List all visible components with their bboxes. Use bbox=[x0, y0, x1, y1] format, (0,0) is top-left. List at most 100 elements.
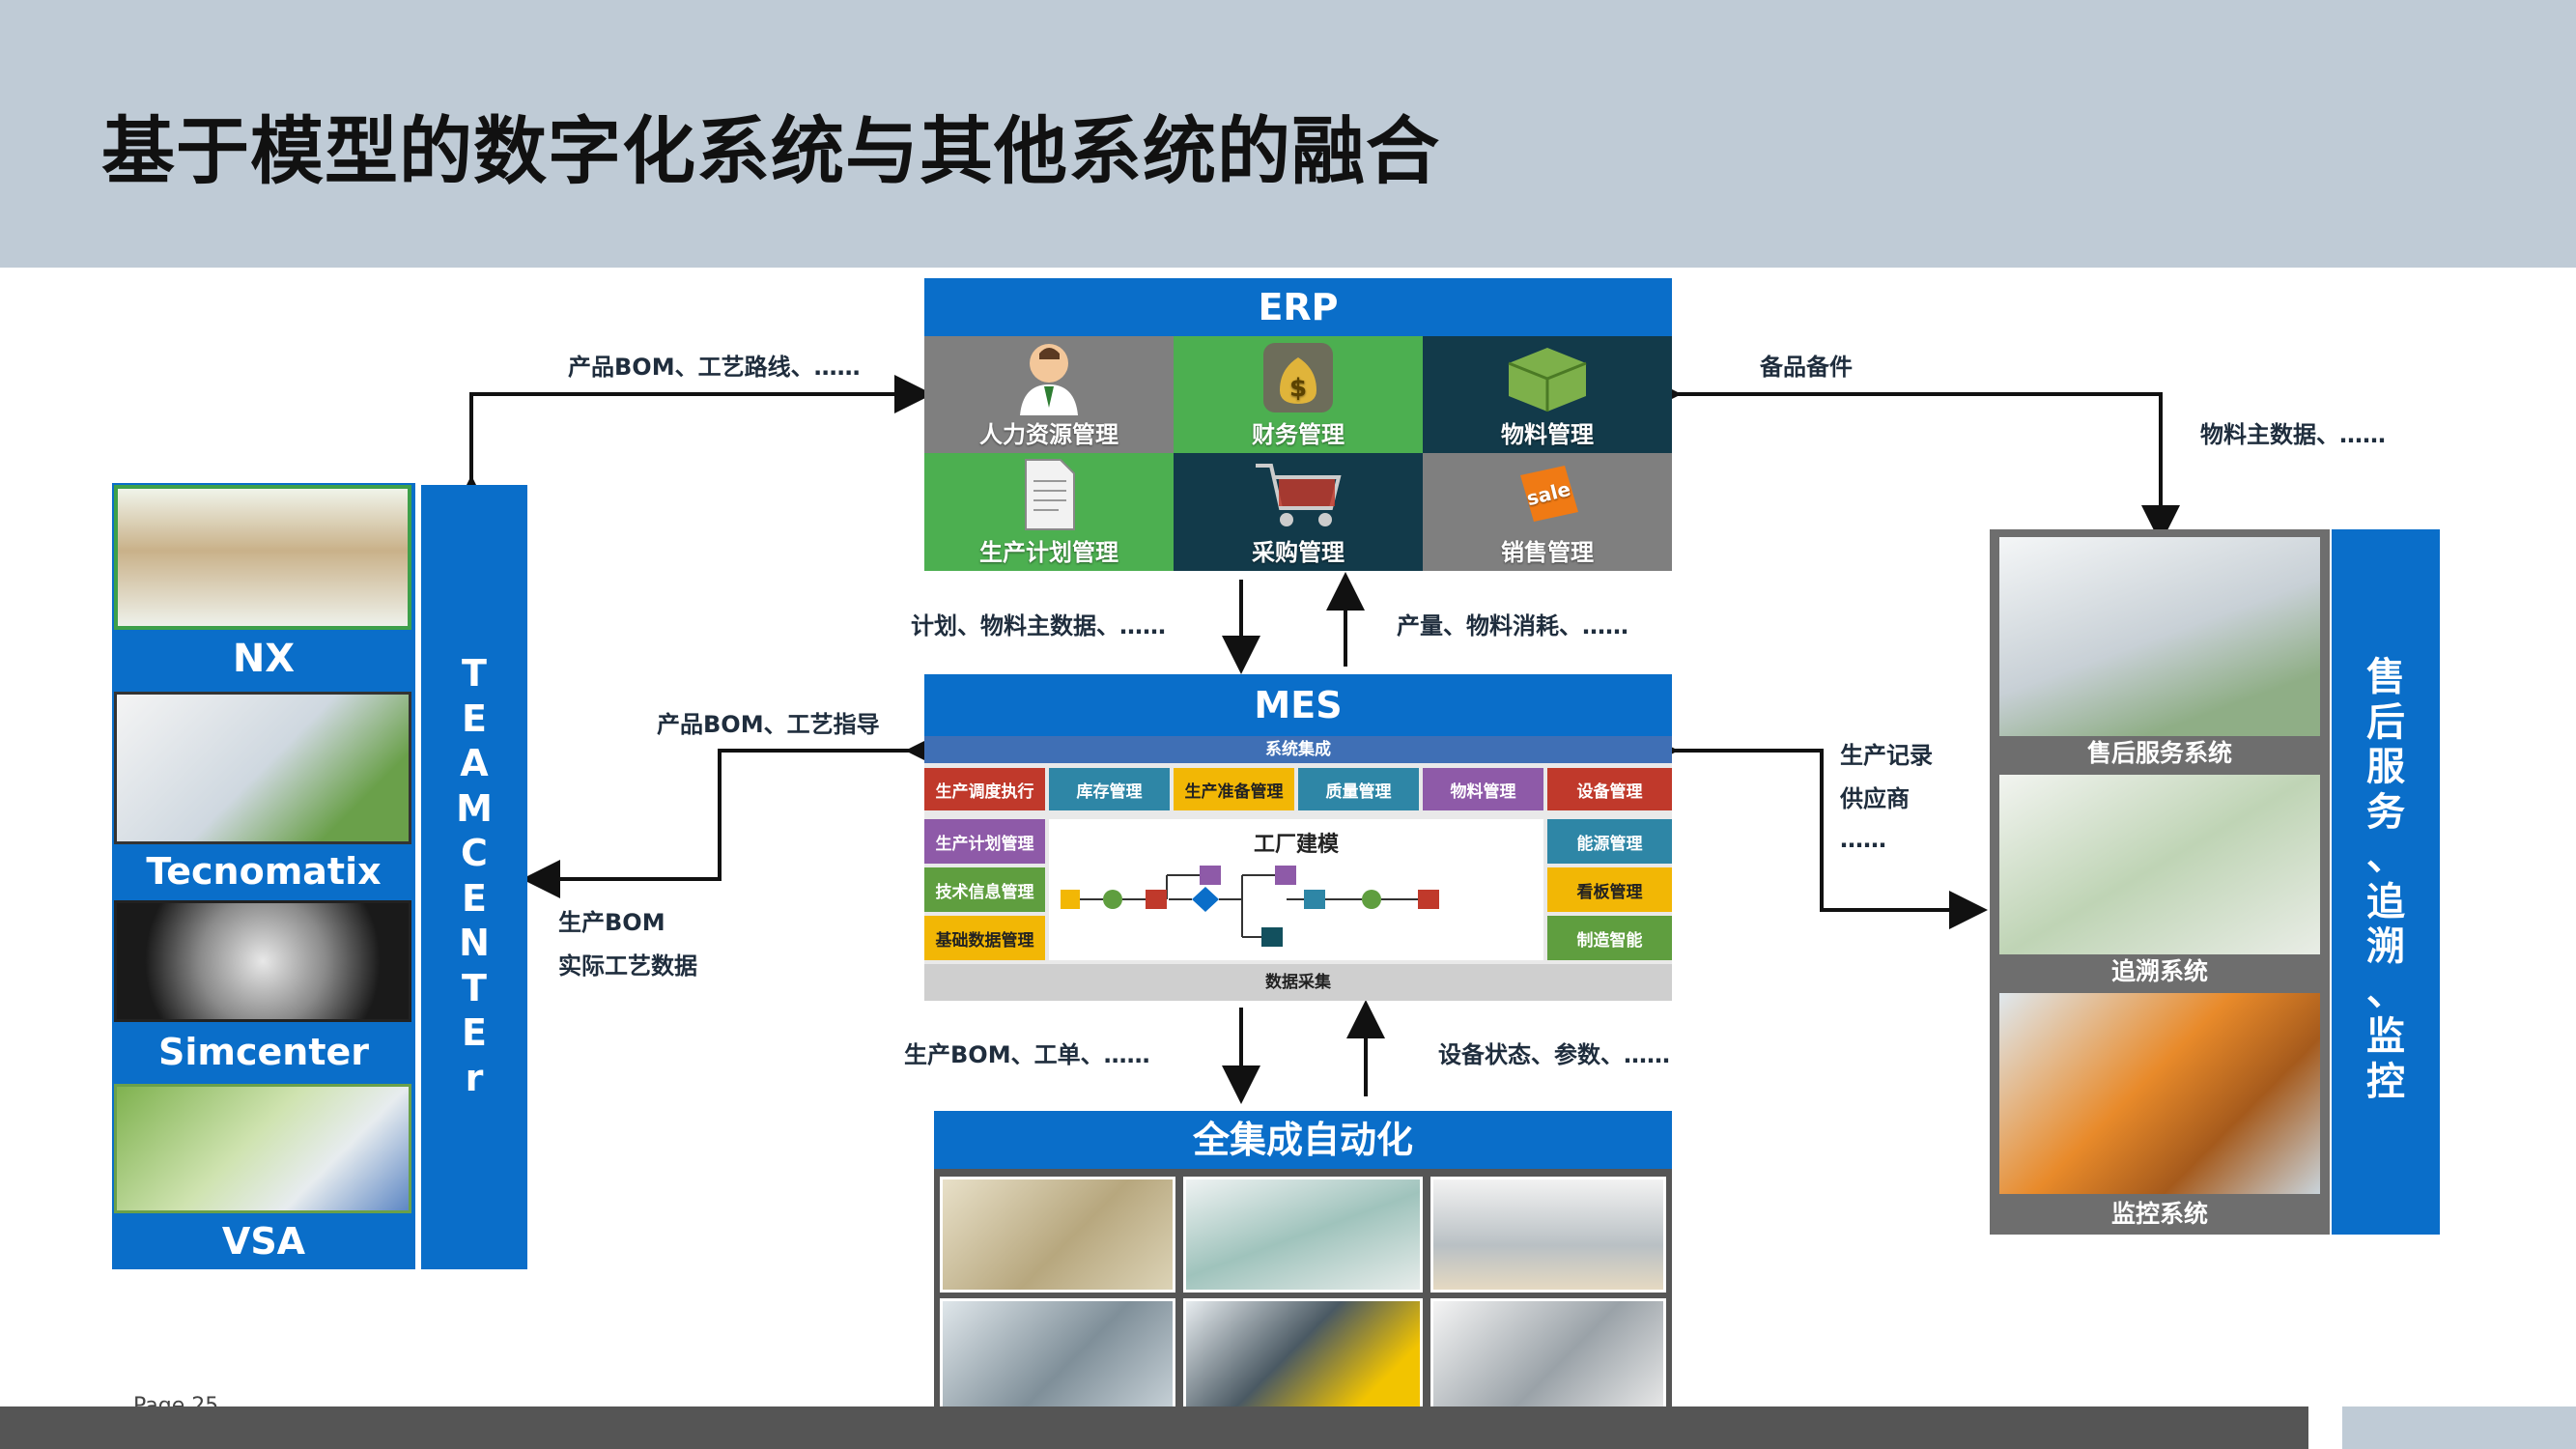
nx-photo bbox=[114, 485, 411, 630]
label-mes-right-3: …… bbox=[1840, 826, 1886, 853]
mes-module-quality[interactable]: 质量管理 bbox=[1298, 768, 1419, 810]
mes-module-material[interactable]: 物料管理 bbox=[1423, 768, 1543, 810]
user-icon bbox=[1020, 344, 1078, 415]
automation-title: 全集成自动化 bbox=[934, 1111, 1672, 1169]
teamcenter-letter: T bbox=[462, 966, 487, 1009]
erp-module-purchase[interactable]: 采购管理 bbox=[1174, 453, 1423, 571]
mes-module-plan[interactable]: 生产计划管理 bbox=[924, 819, 1045, 864]
teamcenter-letter: A bbox=[460, 742, 489, 784]
vertical-char: 追 bbox=[2366, 879, 2405, 924]
erp-module-planning[interactable]: 生产计划管理 bbox=[924, 453, 1174, 571]
svg-text:$: $ bbox=[1289, 374, 1307, 403]
right-systems-panel: 售后服务系统 追溯系统 监控系统 bbox=[1990, 529, 2330, 1235]
tecnomatix-photo bbox=[114, 692, 411, 844]
mes-module-energy[interactable]: 能源管理 bbox=[1547, 819, 1672, 864]
teamcenter-letter: E bbox=[462, 1011, 487, 1054]
automation-photo-4 bbox=[940, 1298, 1175, 1416]
tool-tecnomatix[interactable]: Tecnomatix bbox=[146, 850, 382, 893]
right-caption-after-sales[interactable]: 售后服务系统 bbox=[2086, 739, 2232, 767]
automation-photo-5 bbox=[1183, 1298, 1423, 1416]
label-mes-right-1: 生产记录 bbox=[1840, 742, 1933, 769]
teamcenter-letter: r bbox=[465, 1056, 484, 1099]
label-mes-right-2: 供应商 bbox=[1840, 785, 1910, 812]
automation-photo-1 bbox=[940, 1177, 1175, 1293]
mes-top-bar: 系统集成 bbox=[924, 736, 1672, 763]
vsa-photo bbox=[114, 1084, 411, 1213]
right-caption-traceability[interactable]: 追溯系统 bbox=[2110, 957, 2208, 985]
mes-module-equipment[interactable]: 设备管理 bbox=[1547, 768, 1672, 810]
mes-panel: MES 系统集成 生产调度执行 库存管理 生产准备管理 质量管理 物料管理 设备… bbox=[924, 674, 1672, 1001]
label-erp-to-mes: 计划、物料主数据、…… bbox=[911, 612, 1166, 639]
mes-module-kanban[interactable]: 看板管理 bbox=[1547, 867, 1672, 912]
teamcenter-letter: E bbox=[462, 696, 487, 740]
tool-simcenter[interactable]: Simcenter bbox=[157, 1031, 370, 1073]
sale-tag-icon: sale bbox=[1520, 466, 1578, 522]
label-mes-to-erp: 产量、物料消耗、…… bbox=[1397, 612, 1628, 639]
vertical-char: 服 bbox=[2366, 745, 2405, 789]
label-tc-to-erp: 产品BOM、工艺路线、…… bbox=[568, 354, 861, 381]
erp-module-label: 生产计划管理 bbox=[979, 539, 1118, 566]
label-tc-to-mes: 产品BOM、工艺指导 bbox=[657, 711, 880, 738]
label-mes-to-auto: 生产BOM、工单、…… bbox=[904, 1041, 1150, 1068]
vertical-char: 、 bbox=[2366, 835, 2405, 879]
erp-module-label: 人力资源管理 bbox=[979, 421, 1118, 448]
vertical-char: 、 bbox=[2366, 969, 2405, 1014]
after-sales-photo bbox=[1999, 537, 2320, 736]
tool-nx[interactable]: NX bbox=[232, 637, 296, 681]
erp-module-finance[interactable]: $ 财务管理 bbox=[1174, 336, 1423, 453]
mes-module-tech[interactable]: 技术信息管理 bbox=[924, 867, 1045, 912]
mes-factory-model: 工厂建模 bbox=[1049, 819, 1543, 960]
erp-module-material[interactable]: 物料管理 bbox=[1423, 336, 1672, 453]
erp-title: ERP bbox=[924, 278, 1672, 336]
label-right-material: 物料主数据、…… bbox=[2200, 421, 2386, 448]
erp-module-sales[interactable]: sale 销售管理 bbox=[1423, 453, 1672, 571]
arrow-mes-tc bbox=[522, 731, 944, 898]
money-bag-icon: $ bbox=[1263, 343, 1333, 412]
factory-flow-diagram bbox=[1061, 866, 1439, 947]
label-auto-to-mes: 设备状态、参数、…… bbox=[1438, 1041, 1670, 1068]
erp-panel: ERP 人力资源管理 $ 财务管理 物料管理 生产计划管理 采购管理 sale … bbox=[924, 278, 1672, 571]
vertical-char: 溯 bbox=[2366, 924, 2405, 969]
shopping-cart-icon bbox=[1256, 464, 1342, 526]
pallet-icon bbox=[1508, 348, 1587, 412]
mes-module-intelligence[interactable]: 制造智能 bbox=[1547, 916, 1672, 960]
vertical-char: 务 bbox=[2366, 789, 2405, 835]
vertical-char: 监 bbox=[2366, 1014, 2405, 1059]
mes-module-dispatch[interactable]: 生产调度执行 bbox=[924, 768, 1045, 810]
header-band bbox=[0, 0, 2576, 268]
erp-module-label: 采购管理 bbox=[1252, 539, 1345, 566]
automation-panel: 全集成自动化 bbox=[934, 1111, 1672, 1422]
erp-module-label: 销售管理 bbox=[1501, 539, 1594, 566]
footer-accent bbox=[2342, 1406, 2576, 1449]
right-caption-monitoring[interactable]: 监控系统 bbox=[2110, 1200, 2208, 1228]
label-mes-to-tc-2: 实际工艺数据 bbox=[558, 952, 697, 980]
mes-module-inventory[interactable]: 库存管理 bbox=[1049, 768, 1170, 810]
teamcenter-letter: C bbox=[461, 832, 488, 874]
automation-photo-3 bbox=[1430, 1177, 1666, 1293]
mes-module-basedata[interactable]: 基础数据管理 bbox=[924, 916, 1045, 960]
mes-center-title: 工厂建模 bbox=[1253, 833, 1339, 857]
teamcenter-letter: T bbox=[462, 652, 487, 695]
after-sales-bar: 售 后 服 务 、 追 溯 、 监 控 bbox=[2332, 529, 2440, 1235]
teamcenter-bar[interactable]: T E A M C E N T E r bbox=[421, 485, 527, 1269]
document-icon bbox=[1025, 459, 1075, 530]
arrow-mes-right bbox=[1640, 731, 1988, 929]
erp-module-hr[interactable]: 人力资源管理 bbox=[924, 336, 1174, 453]
automation-photo-2 bbox=[1183, 1177, 1423, 1293]
vertical-char: 控 bbox=[2366, 1059, 2405, 1104]
mes-module-prep[interactable]: 生产准备管理 bbox=[1174, 768, 1294, 810]
vertical-char: 售 bbox=[2366, 655, 2405, 699]
label-mes-to-tc-1: 生产BOM bbox=[558, 909, 665, 936]
teamcenter-letter: M bbox=[456, 786, 493, 830]
teamcenter-letter: E bbox=[462, 876, 487, 920]
traceability-photo bbox=[1999, 775, 2320, 954]
erp-module-label: 财务管理 bbox=[1252, 421, 1345, 448]
tool-vsa[interactable]: VSA bbox=[221, 1220, 306, 1263]
teamcenter-vertical-label: T E A M C E N T E r bbox=[421, 651, 527, 1100]
automation-photo-6 bbox=[1430, 1298, 1666, 1416]
vertical-char: 后 bbox=[2366, 699, 2405, 745]
label-erp-to-right: 备品备件 bbox=[1760, 354, 1853, 381]
page-title: 基于模型的数字化系统与其他系统的融合 bbox=[101, 108, 1440, 194]
arrow-erp-right bbox=[1643, 375, 2180, 544]
